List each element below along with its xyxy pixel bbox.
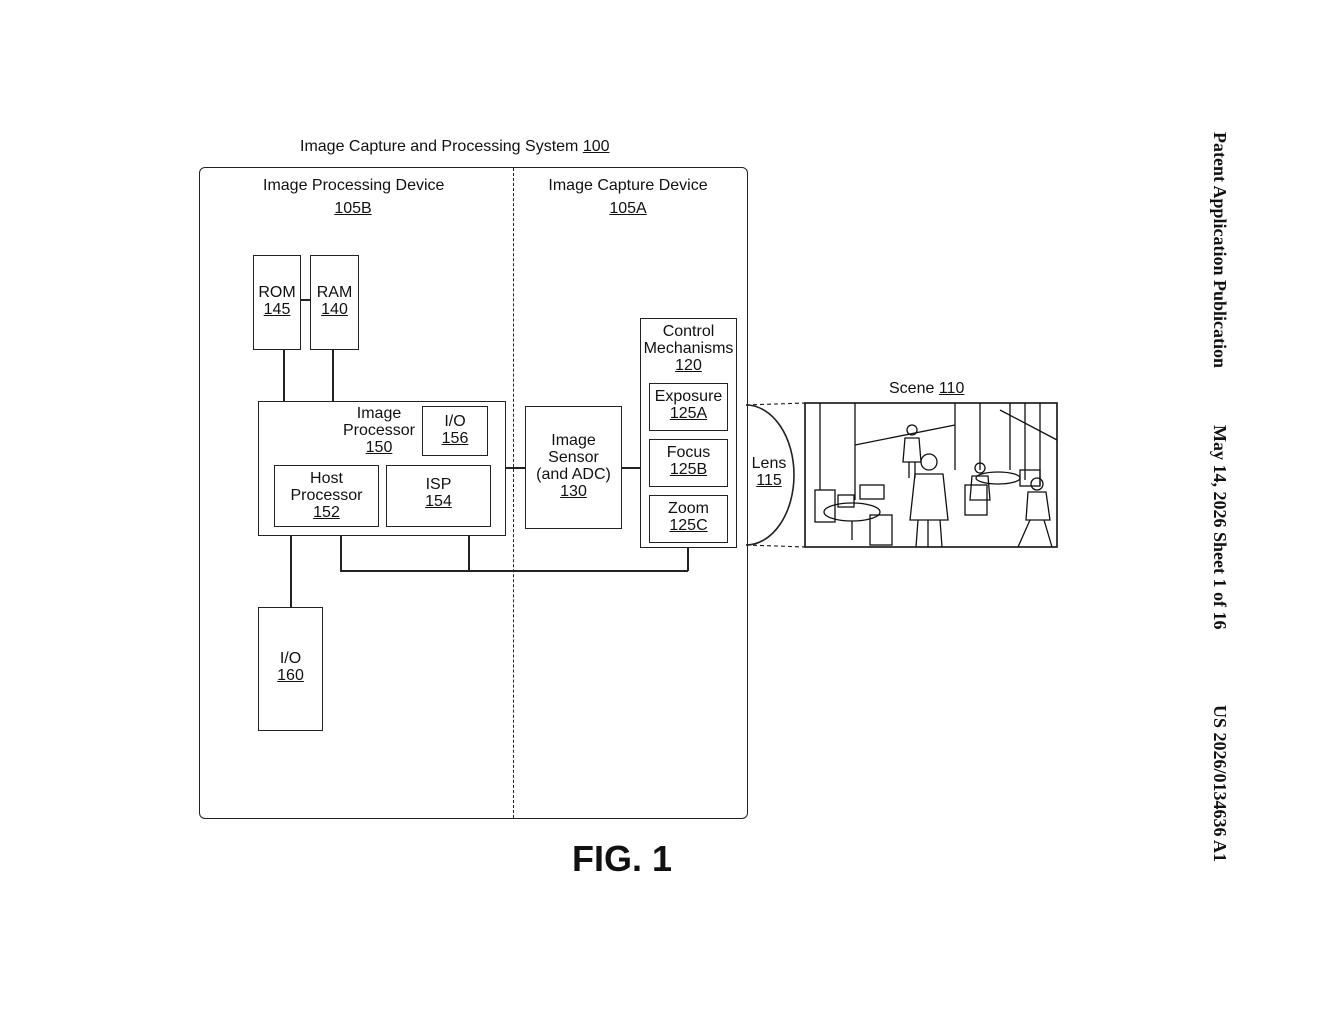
exposure-box: Exposure125A [649, 383, 728, 431]
image-sensor-box: Image Sensor (and ADC) 130 [525, 406, 622, 529]
processing-device-label: Image Processing Device 105B [263, 177, 443, 217]
capture-device-label: Image Capture Device 105A [548, 177, 708, 217]
io160-link [290, 535, 292, 608]
lens-label: Lens 115 [749, 455, 789, 489]
focus-box: Focus125B [649, 439, 728, 487]
bus-left-drop [340, 535, 342, 571]
io-156-box: I/O156 [422, 406, 488, 456]
ram-link [332, 349, 334, 402]
ram-box: RAM140 [310, 255, 359, 350]
bus-horizontal [340, 570, 688, 572]
control-mechanisms-box: Control Mechanisms 120 Exposure125A Focu… [640, 318, 737, 548]
lens-and-scene-graphic [740, 395, 1070, 555]
figure-caption: FIG. 1 [572, 838, 672, 880]
rom-box: ROM145 [253, 255, 301, 350]
sensor-control-link [621, 467, 641, 469]
publication-number: US 2026/0134636 A1 [1209, 705, 1230, 862]
bus-right-rise [687, 546, 689, 571]
processor-sensor-link [505, 467, 526, 469]
host-processor-box: Host Processor 152 [274, 465, 379, 527]
isp-box: ISP154 [386, 465, 491, 527]
system-title: Image Capture and Processing System 100 [300, 138, 610, 155]
scene-label: Scene 110 [889, 380, 964, 397]
rom-link [283, 349, 285, 402]
image-processor-box: Image Processor 150 I/O156 Host Processo… [258, 401, 506, 536]
publication-type: Patent Application Publication [1209, 132, 1230, 368]
scene-illustration [805, 403, 1057, 547]
date-sheet: May 14, 2026 Sheet 1 of 16 [1209, 425, 1230, 629]
io-160-box: I/O160 [258, 607, 323, 731]
zoom-box: Zoom125C [649, 495, 728, 543]
bus-mid-drop [468, 535, 470, 571]
device-divider [513, 168, 514, 818]
